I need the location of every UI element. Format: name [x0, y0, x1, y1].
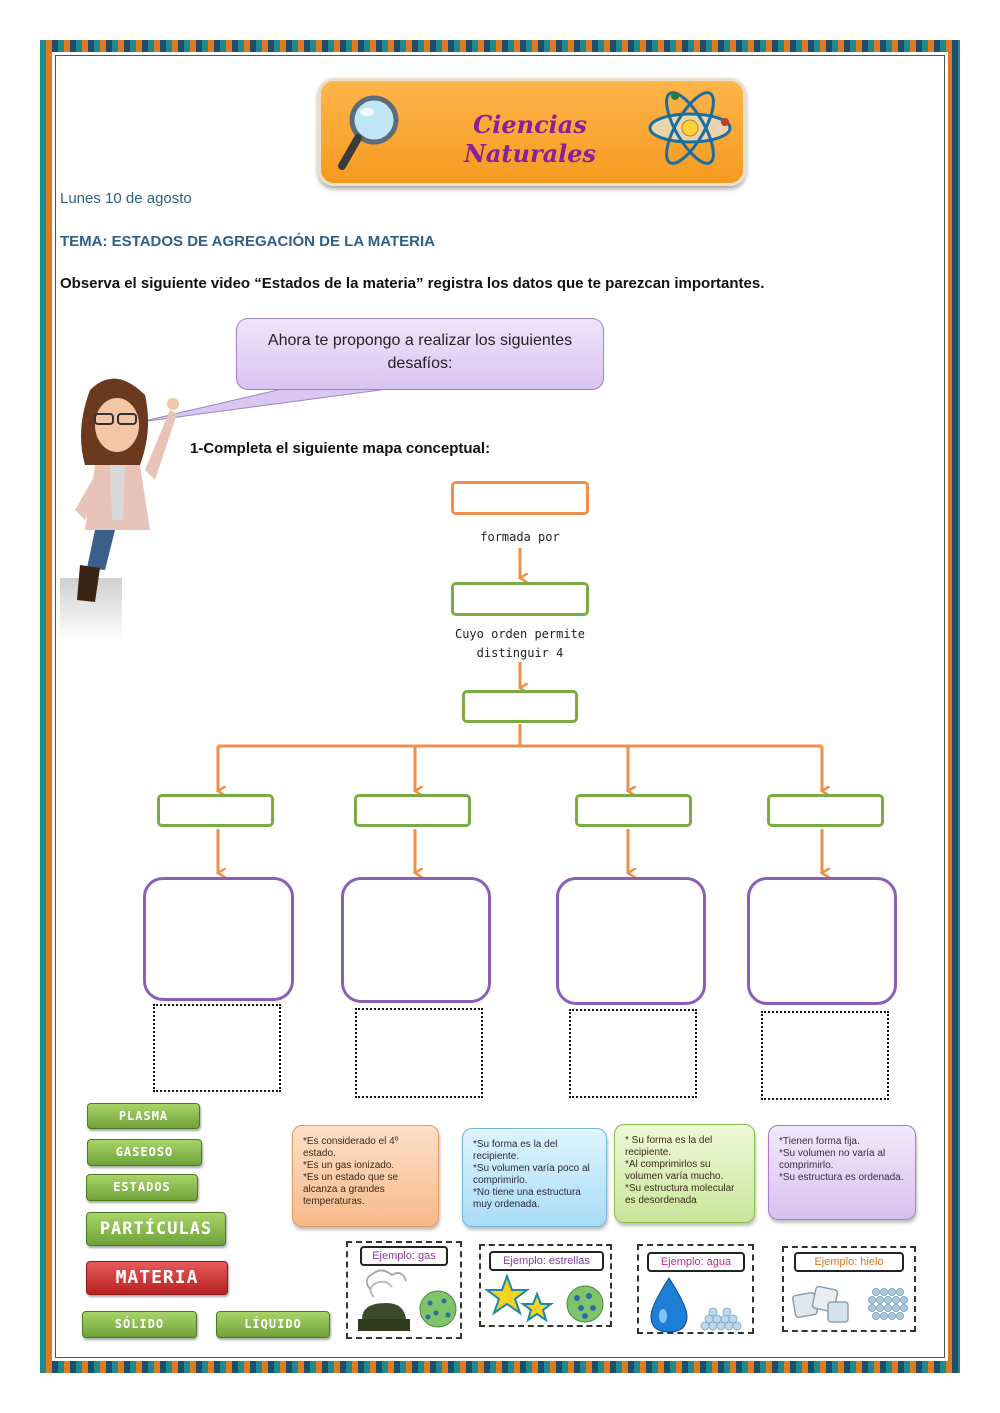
- map-description-box-1[interactable]: [143, 877, 294, 1001]
- word-solido[interactable]: SÓLIDO: [82, 1311, 197, 1338]
- ice-cubes-image: [791, 1285, 908, 1323]
- word-liquido[interactable]: LÍQUIDO: [216, 1311, 330, 1338]
- card-liquid-description[interactable]: *Su forma es la del recipiente. *Su volu…: [462, 1128, 607, 1227]
- atom-icon: [648, 91, 732, 165]
- water-drop-image: [650, 1277, 742, 1333]
- card-gas-description[interactable]: * Su forma es la del recipiente. *Al com…: [614, 1124, 755, 1223]
- gas-kettle-image: [358, 1269, 457, 1331]
- map-box-state-1[interactable]: [157, 794, 274, 827]
- question-1-label: 1-Completa el siguiente mapa conceptual:: [190, 440, 491, 457]
- example-card-water[interactable]: Ejemplo: agua: [637, 1244, 754, 1334]
- example-card-ice[interactable]: Ejemplo: hielo: [782, 1246, 916, 1332]
- magnifier-icon: [338, 95, 399, 170]
- example-label-gas: Ejemplo: gas: [360, 1246, 448, 1266]
- connector-cuyo-orden: Cuyo orden permite distinguir 4: [454, 627, 586, 660]
- map-description-box-2[interactable]: [341, 877, 491, 1003]
- map-box-second[interactable]: [451, 582, 589, 616]
- card-plasma-description[interactable]: *Es considerado el 4º estado. *Es un gas…: [292, 1125, 439, 1227]
- map-box-state-3[interactable]: [575, 794, 692, 827]
- example-card-gas[interactable]: Ejemplo: gas: [346, 1241, 462, 1339]
- word-plasma[interactable]: PLASMA: [87, 1103, 200, 1129]
- stars-image: [485, 1274, 604, 1323]
- connector-formada-por: formada por: [480, 530, 560, 544]
- word-estados[interactable]: ESTADOS: [86, 1174, 198, 1201]
- example-label-water: Ejemplo: agua: [647, 1252, 745, 1272]
- example-drop-box-4[interactable]: [761, 1011, 889, 1100]
- card-solid-description[interactable]: *Tienen forma fija. *Su volumen no varía…: [768, 1125, 916, 1220]
- page-inner-border: [55, 55, 945, 1358]
- date-label: Lunes 10 de agosto: [60, 190, 192, 207]
- map-description-box-3[interactable]: [556, 877, 706, 1005]
- speech-bubble: Ahora te propongo a realizar los siguien…: [236, 318, 604, 390]
- teacher-avatar: [60, 378, 179, 640]
- map-box-state-4[interactable]: [767, 794, 884, 827]
- instruction-text: Observa el siguiente video “Estados de l…: [60, 275, 765, 292]
- map-box-top[interactable]: [451, 481, 589, 515]
- map-box-third[interactable]: [462, 690, 578, 723]
- example-card-stars[interactable]: Ejemplo: estrellas: [479, 1244, 612, 1327]
- word-materia[interactable]: MATERIA: [86, 1261, 228, 1295]
- example-label-stars: Ejemplo: estrellas: [489, 1251, 604, 1271]
- topic-title: TEMA: ESTADOS DE AGREGACIÓN DE LA MATERI…: [60, 233, 435, 250]
- word-particulas[interactable]: PARTÍCULAS: [86, 1212, 226, 1246]
- example-drop-box-1[interactable]: [153, 1004, 281, 1092]
- map-description-box-4[interactable]: [747, 877, 897, 1005]
- example-label-ice: Ejemplo: hielo: [794, 1252, 904, 1272]
- example-drop-box-3[interactable]: [569, 1009, 697, 1098]
- map-box-state-2[interactable]: [354, 794, 471, 827]
- word-gaseoso[interactable]: GASEOSO: [87, 1139, 202, 1166]
- banner-title: Ciencias Naturales: [463, 110, 597, 168]
- example-drop-box-2[interactable]: [355, 1008, 483, 1098]
